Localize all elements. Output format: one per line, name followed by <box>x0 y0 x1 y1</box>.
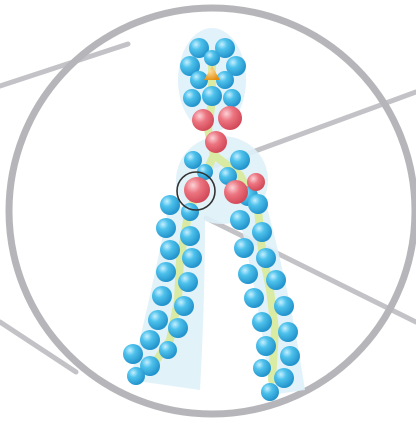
lipid-molecule <box>123 28 305 401</box>
callout-line-top-left <box>0 44 128 86</box>
callout-line-bottom-right <box>206 218 416 322</box>
focused-atom <box>184 177 210 203</box>
